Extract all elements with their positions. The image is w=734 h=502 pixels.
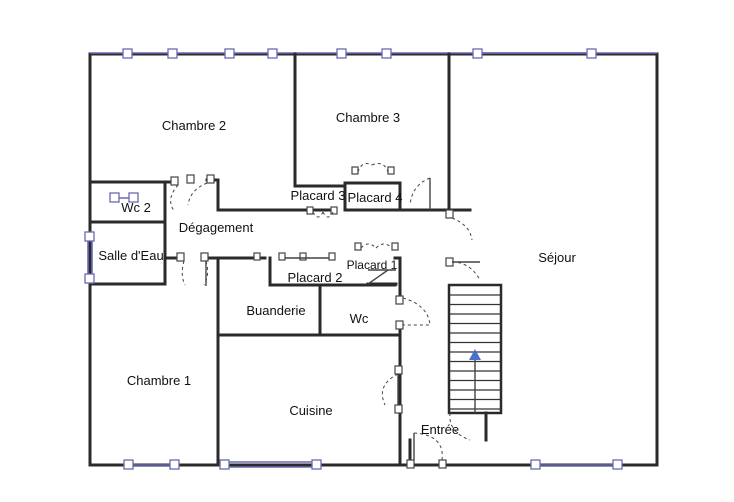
label-entree: Entrée [421, 422, 459, 437]
windows [84, 48, 623, 470]
window-bottom-sejour [530, 459, 623, 470]
label-wc: Wc [350, 311, 369, 326]
door-salle-eau [176, 252, 209, 286]
window-top-chambre2 [122, 48, 278, 59]
door-placard1 [354, 242, 399, 251]
staircase [447, 283, 503, 442]
door-wc [395, 295, 431, 330]
door-placard3 [306, 206, 338, 218]
label-placard3: Placard 3 [291, 188, 346, 203]
door-wc2 [170, 174, 195, 213]
label-salle-eau: Salle d'Eau [98, 248, 163, 263]
door-placard4 [351, 163, 395, 175]
label-wc2: Wc 2 [121, 200, 151, 215]
window-wc2 [109, 192, 139, 203]
label-sejour: Séjour [538, 250, 576, 265]
label-chambre3: Chambre 3 [336, 110, 400, 125]
label-chambre2: Chambre 2 [162, 118, 226, 133]
door-sejour-upper [445, 209, 473, 241]
label-degagement: Dégagement [179, 220, 254, 235]
doors [170, 163, 481, 469]
door-chambre3 [409, 177, 431, 210]
door-sejour-lower [445, 257, 481, 281]
window-top-chambre3 [336, 48, 392, 59]
window-bottom-chambre1 [123, 459, 180, 470]
label-buanderie: Buanderie [246, 303, 305, 318]
window-left-salle-eau [84, 231, 95, 284]
window-top-sejour [472, 48, 597, 59]
window-bottom-cuisine [219, 459, 322, 470]
door-cuisine [381, 365, 403, 414]
label-placard1: Placard 1 [347, 258, 398, 272]
arrow-up-icon [469, 349, 481, 360]
label-cuisine: Cuisine [289, 403, 332, 418]
door-degagement-top [187, 174, 215, 206]
label-placard4: Placard 4 [348, 190, 403, 205]
room-labels: Chambre 2 Chambre 3 Wc 2 Dégagement Sall… [98, 110, 576, 437]
label-placard2: Placard 2 [288, 270, 343, 285]
label-chambre1: Chambre 1 [127, 373, 191, 388]
door-placard2 [253, 252, 336, 261]
door-entree [406, 432, 447, 469]
